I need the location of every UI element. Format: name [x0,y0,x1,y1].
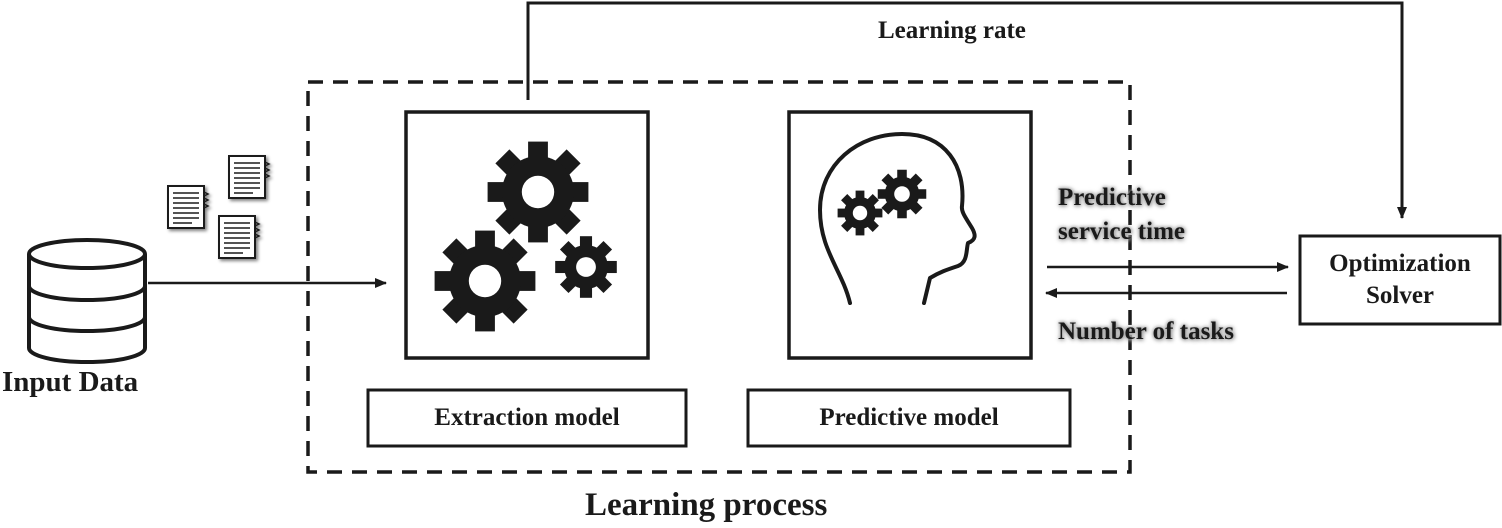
head-gears-icon [818,132,977,305]
optimization-solver-box [1298,234,1502,326]
database-icon [27,238,147,364]
optimization-solver-label: Optimization Solver [1300,236,1500,324]
predictive-icon-box [787,110,1033,360]
extraction-model-label: Extraction model [434,404,620,431]
input-data-label: Input Data [2,366,139,398]
predictive-service-time-label: service time [1058,218,1186,245]
learning-rate-label: Learning rate [878,17,1026,44]
predictive-model-box [746,388,1072,448]
document-icon [218,215,261,259]
document-icon [167,185,210,229]
learning-process-label: Learning process [585,487,828,523]
extraction-model-box [366,388,688,448]
optimization-solver-label-line2: Solver [1365,282,1435,309]
number-of-tasks-label: Number of tasks [1058,318,1234,345]
learning-process-frame [306,80,1132,474]
optimization-solver-label-line1: Optimization [1329,250,1471,277]
predictive-service-time-label: Predictive [1058,184,1166,211]
document-icon [228,155,271,199]
learning-rate-arrow [526,1,1407,219]
extraction-icon-box [404,110,650,360]
predictive-model-label: Predictive model [819,404,999,431]
